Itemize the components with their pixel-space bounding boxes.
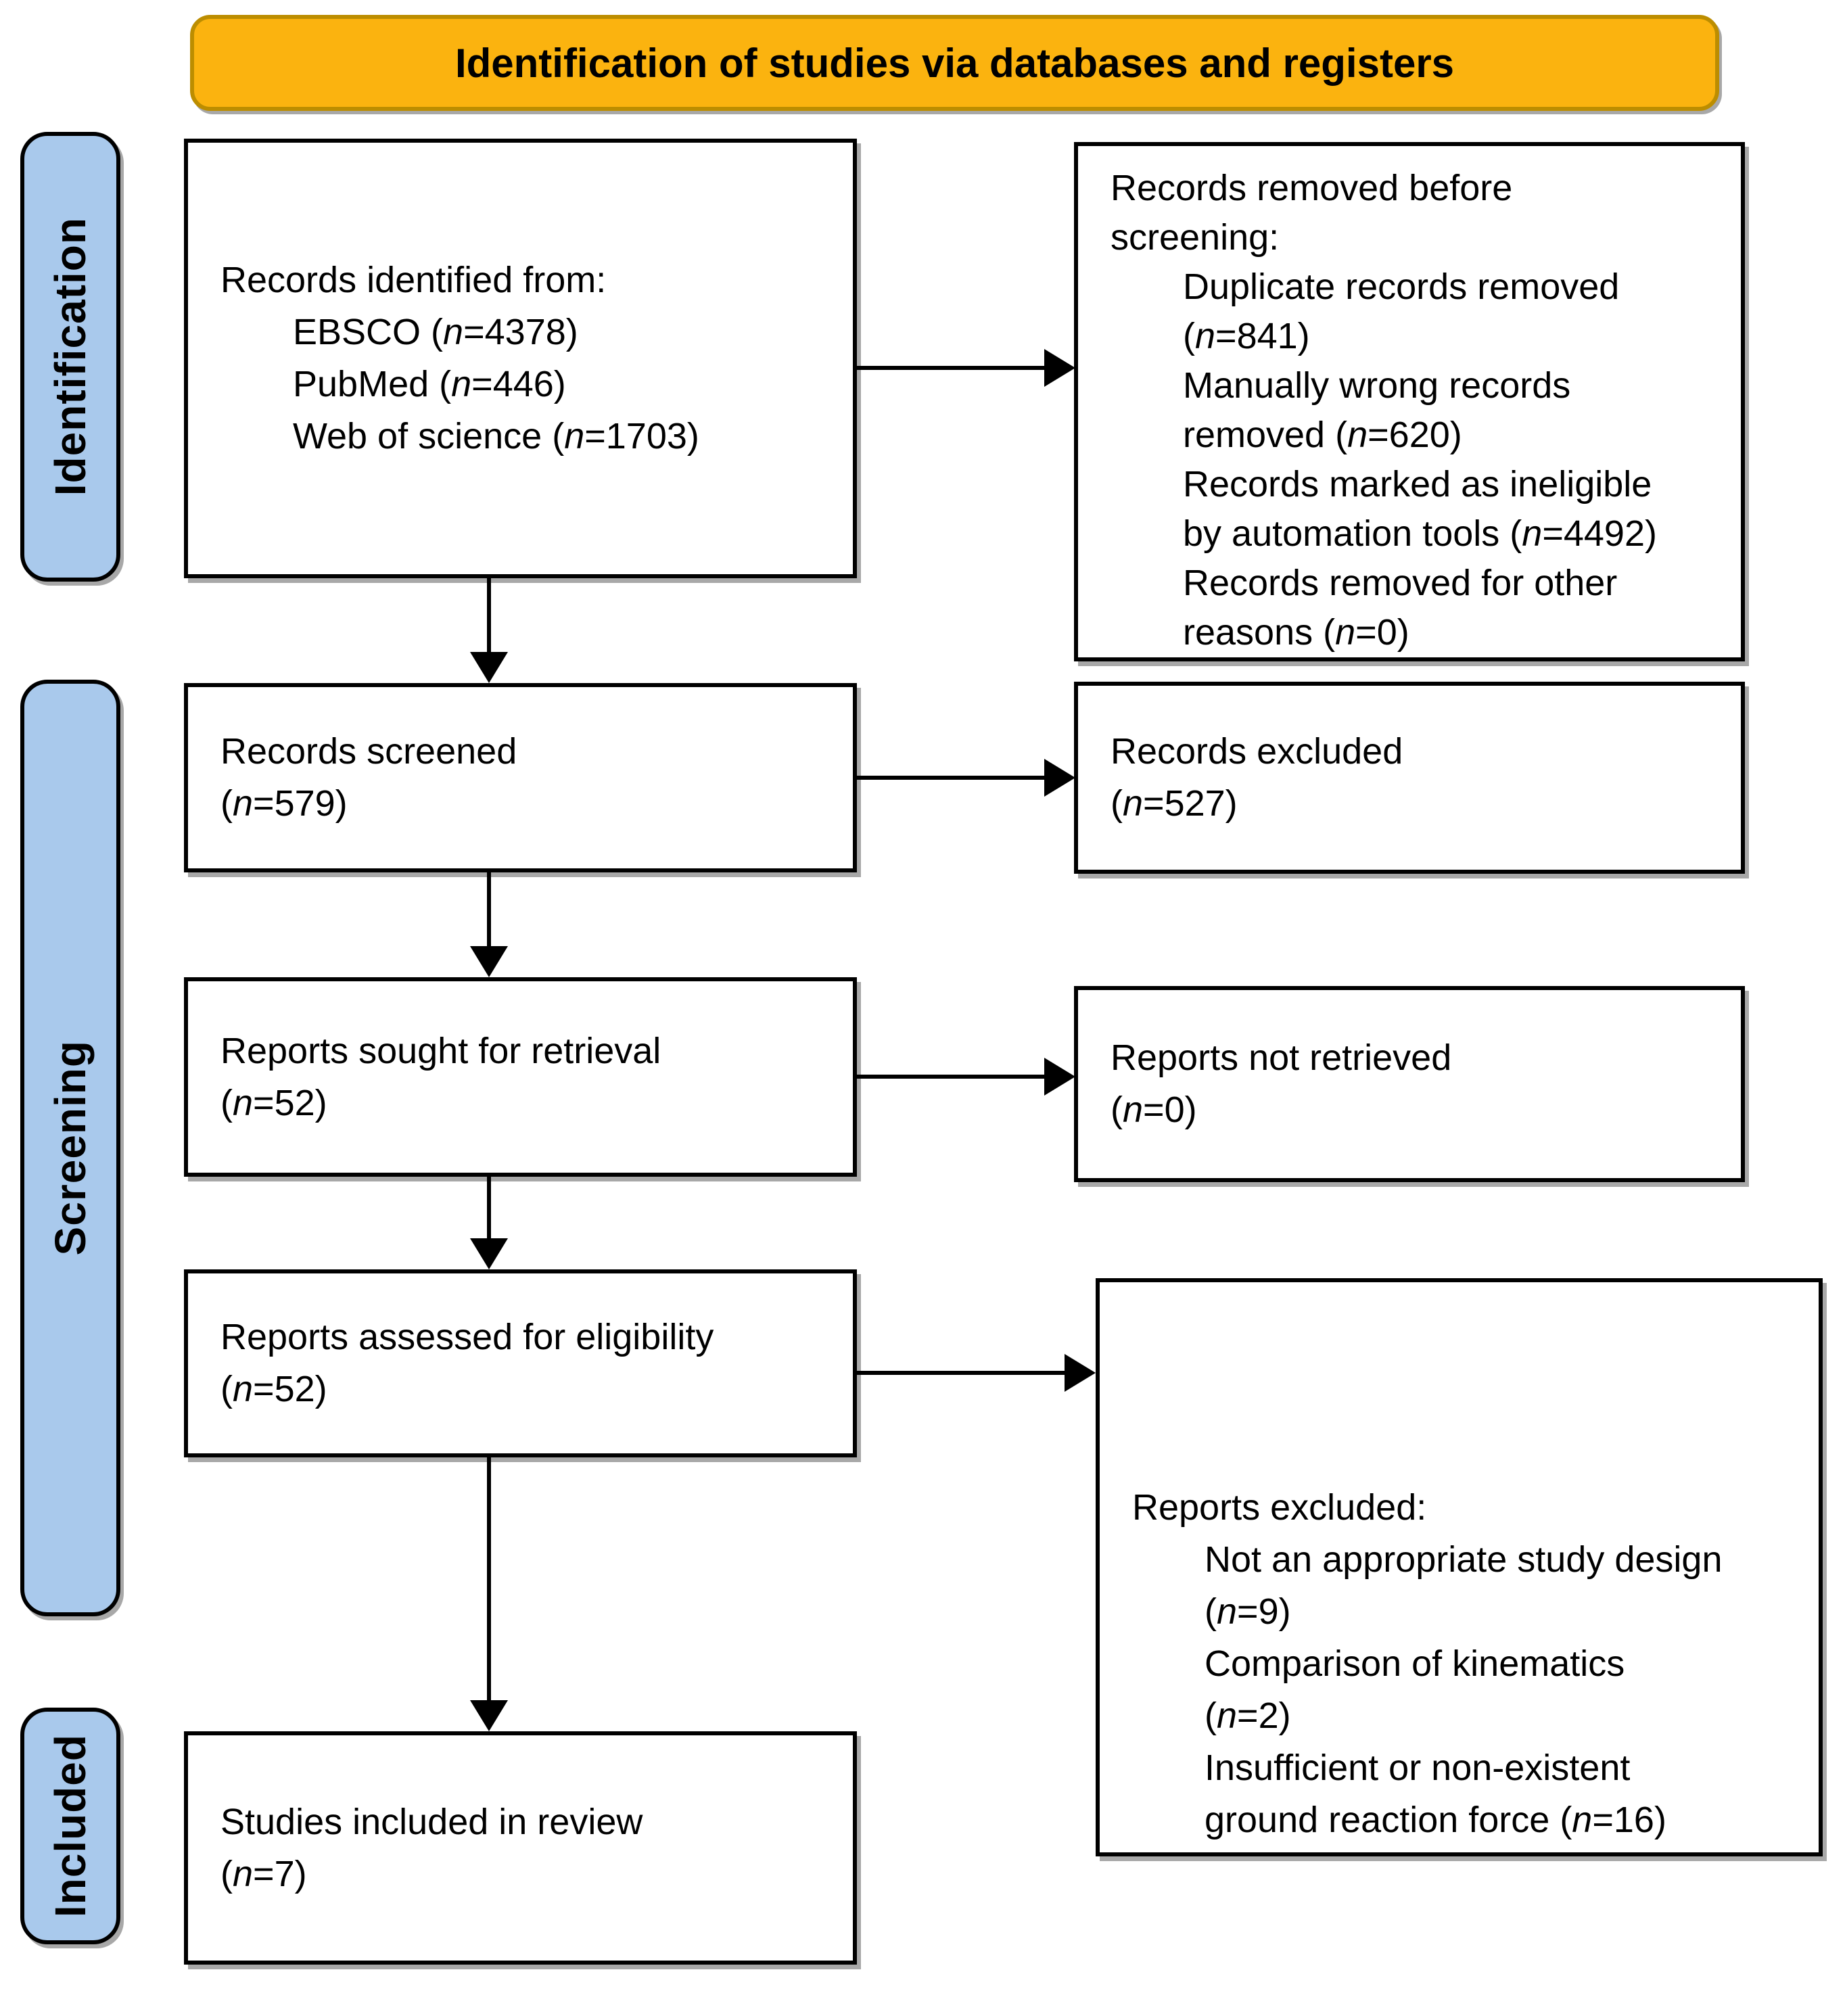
text-line: (n=579) — [220, 783, 348, 824]
text-line: (n=2) — [1205, 1695, 1291, 1736]
text-line: Reports sought for retrieval — [220, 1030, 661, 1071]
text-line: reasons (n=0) — [1183, 612, 1409, 653]
text-line: EBSCO (n=4378) — [293, 312, 578, 352]
records-excluded-box: Records excluded (n=527) — [1074, 682, 1745, 874]
reports-assessed-box: Reports assessed for eligibility (n=52) — [184, 1269, 857, 1457]
reports-sought-box: Reports sought for retrieval (n=52) — [184, 977, 857, 1177]
arrow-identified-to-screened — [487, 578, 491, 654]
text-line: (n=52) — [220, 1082, 327, 1123]
records-identified-box: Records identified from: EBSCO (n=4378) Pu… — [184, 139, 857, 578]
text-line: Duplicate records removed — [1183, 266, 1620, 307]
arrowhead-assessed-to-reports-excluded — [1065, 1354, 1096, 1392]
arrow-assessed-to-reports-excluded — [857, 1371, 1067, 1375]
arrow-screened-to-excluded — [857, 776, 1047, 780]
text-line: (n=7) — [220, 1853, 307, 1894]
records-screened-box: Records screened (n=579) — [184, 683, 857, 872]
stage-included: Included — [20, 1708, 120, 1944]
arrowhead-sought-to-assessed — [470, 1238, 508, 1269]
text-line: (n=527) — [1111, 783, 1238, 824]
arrow-screened-to-sought — [487, 872, 491, 948]
text-line: Not an appropriate study design — [1205, 1539, 1723, 1580]
arrowhead-identified-to-removed — [1044, 349, 1075, 387]
records-removed-box: Records removed before screening: Duplicat… — [1074, 142, 1745, 661]
text-line: Records excluded — [1111, 731, 1403, 772]
text-line: Records screened — [220, 731, 517, 772]
text-line: Records identified from: — [220, 260, 607, 300]
arrow-identified-to-removed — [857, 366, 1047, 370]
text-line: Records marked as ineligible — [1183, 464, 1652, 505]
stage-identification-label: Identification — [46, 217, 95, 496]
arrow-sought-to-assessed — [487, 1177, 491, 1240]
text-line: Reports excluded: — [1132, 1487, 1427, 1528]
studies-included-box: Studies included in review (n=7) — [184, 1731, 857, 1965]
text-line: Manually wrong records — [1183, 365, 1571, 406]
text-line: Reports not retrieved — [1111, 1037, 1452, 1078]
text-line: Reports assessed for eligibility — [220, 1317, 714, 1357]
text-line: by automation tools (n=4492) — [1183, 513, 1657, 554]
arrowhead-assessed-to-included — [470, 1700, 508, 1731]
text-line: PubMed (n=446) — [293, 364, 566, 404]
text-line: Insufficient or non-existent — [1205, 1748, 1631, 1788]
arrowhead-identified-to-screened — [470, 652, 508, 683]
arrow-sought-to-not-retrieved — [857, 1075, 1047, 1079]
text-line: Web of science (n=1703) — [293, 416, 699, 456]
text-line: Records removed for other — [1183, 563, 1618, 603]
text-line: (n=0) — [1111, 1089, 1197, 1130]
header-banner: Identification of studies via databases … — [190, 15, 1719, 111]
arrow-assessed-to-included — [487, 1457, 491, 1702]
header-title: Identification of studies via databases … — [454, 40, 1455, 86]
text-line: screening: — [1111, 217, 1280, 258]
text-line: Comparison of kinematics — [1205, 1643, 1625, 1684]
arrowhead-screened-to-excluded — [1044, 759, 1075, 797]
text-line: Studies included in review — [220, 1801, 643, 1842]
stage-identification: Identification — [20, 132, 120, 582]
text-line: (n=9) — [1205, 1591, 1291, 1632]
text-line: Records removed before — [1111, 168, 1513, 208]
reports-not-retrieved-box: Reports not retrieved (n=0) — [1074, 986, 1745, 1182]
reports-excluded-box: Reports excluded: Not an appropriate stud… — [1096, 1278, 1823, 1856]
stage-screening-label: Screening — [46, 1040, 95, 1256]
arrowhead-screened-to-sought — [470, 946, 508, 977]
text-line: (n=52) — [220, 1369, 327, 1409]
arrowhead-sought-to-not-retrieved — [1044, 1058, 1075, 1096]
text-line: (n=841) — [1183, 316, 1310, 356]
stage-included-label: Included — [46, 1734, 95, 1918]
text-line: ground reaction force (n=16) — [1205, 1800, 1666, 1840]
stage-screening: Screening — [20, 680, 120, 1616]
text-line: removed (n=620) — [1183, 415, 1462, 455]
